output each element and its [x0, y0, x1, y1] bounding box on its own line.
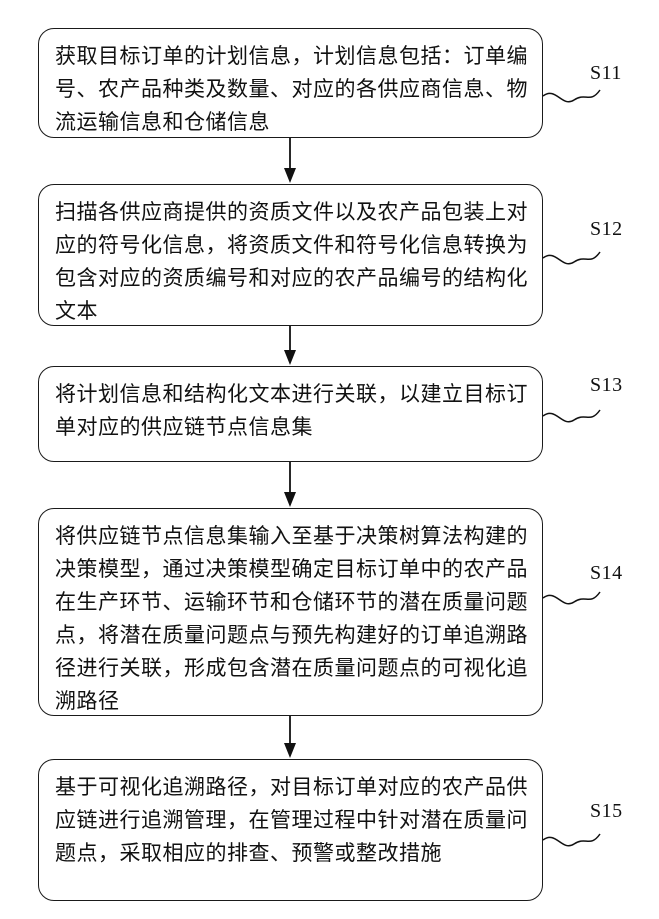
arrow-s14-s15: [284, 716, 296, 758]
step-box-s14: 将供应链节点信息集输入至基于决策树算法构建的决策模型，通过决策模型确定目标订单中…: [38, 508, 543, 716]
step-box-s13: 将计划信息和结构化文本进行关联，以建立目标订单对应的供应链节点信息集: [38, 366, 543, 462]
step-label-s13: S13: [590, 374, 623, 397]
step-label-s12: S12: [590, 218, 623, 241]
step-label-s15: S15: [590, 800, 623, 823]
step-text-s11: 获取目标订单的计划信息，计划信息包括：订单编号、农产品种类及数量、对应的各供应商…: [55, 40, 528, 139]
leader-line-s15: [543, 834, 600, 846]
leader-line-s12: [543, 252, 600, 264]
arrow-s13-s14: [284, 462, 296, 507]
leader-line-s14: [543, 592, 600, 604]
arrow-s12-s13: [284, 326, 296, 365]
step-label-s11: S11: [590, 62, 622, 85]
step-text-s13: 将计划信息和结构化文本进行关联，以建立目标订单对应的供应链节点信息集: [55, 378, 528, 444]
step-box-s15: 基于可视化追溯路径，对目标订单对应的农产品供应链进行追溯管理，在管理过程中针对潜…: [38, 759, 543, 901]
step-text-s14: 将供应链节点信息集输入至基于决策树算法构建的决策模型，通过决策模型确定目标订单中…: [55, 520, 528, 718]
step-box-s11: 获取目标订单的计划信息，计划信息包括：订单编号、农产品种类及数量、对应的各供应商…: [38, 28, 543, 138]
leader-line-s13: [543, 410, 600, 422]
step-text-s15: 基于可视化追溯路径，对目标订单对应的农产品供应链进行追溯管理，在管理过程中针对潜…: [55, 771, 528, 870]
step-text-s12: 扫描各供应商提供的资质文件以及农产品包装上对应的符号化信息，将资质文件和符号化信…: [55, 196, 528, 328]
step-box-s12: 扫描各供应商提供的资质文件以及农产品包装上对应的符号化信息，将资质文件和符号化信…: [38, 184, 543, 326]
leader-line-s11: [543, 90, 600, 102]
arrow-s11-s12: [284, 138, 296, 183]
step-label-s14: S14: [590, 562, 623, 585]
